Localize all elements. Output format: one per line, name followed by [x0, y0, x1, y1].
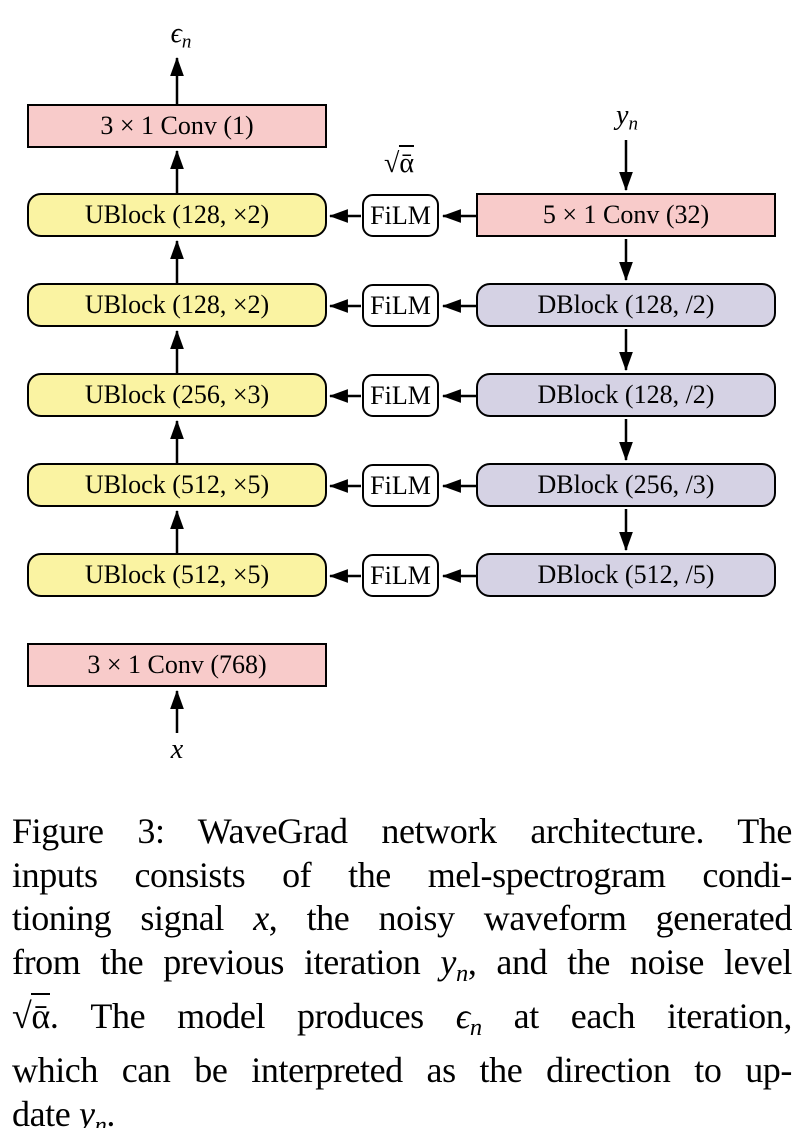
- caption-line-1: Figure 3: WaveGrad network architecture.…: [12, 811, 792, 851]
- ublock-5: UBlock (512, ×5): [27, 553, 327, 597]
- caption-line-2: inputs consists of the mel-spectrogram c…: [12, 854, 792, 895]
- ublock-3: UBlock (256, ×3): [27, 373, 327, 417]
- block-label: UBlock (128, ×2): [84, 200, 270, 229]
- block-label: DBlock (256, /3): [537, 470, 715, 499]
- block-label: 3 × 1 Conv (1): [100, 111, 254, 140]
- film-box-2: FiLM: [362, 284, 439, 327]
- output-label-epsilon-n: ϵn: [170, 18, 192, 53]
- diagram-arrows: [170, 56, 633, 733]
- film-box-3: FiLM: [362, 374, 439, 417]
- dblock-2: DBlock (128, /2): [476, 373, 776, 417]
- caption-line-4: from the previous iteration yn, and the …: [12, 941, 792, 987]
- film-label: FiLM: [370, 200, 431, 230]
- ublock-4: UBlock (512, ×5): [27, 463, 327, 507]
- input-label-x: x: [170, 734, 184, 765]
- film-label: FiLM: [370, 380, 431, 410]
- conv-3x1-768-block: 3 × 1 Conv (768): [27, 643, 327, 687]
- ublock-1: UBlock (128, ×2): [27, 193, 327, 237]
- block-label: UBlock (256, ×3): [84, 380, 270, 409]
- caption-line-3: tioning signal x, the noisy waveform gen…: [12, 898, 792, 938]
- block-label: DBlock (128, /2): [537, 380, 715, 409]
- film-box-4: FiLM: [362, 464, 439, 507]
- caption-line-6: which can be interpreted as the directio…: [12, 1050, 792, 1091]
- conv-3x1-1-block: 3 × 1 Conv (1): [27, 104, 327, 148]
- block-label: DBlock (512, /5): [537, 560, 715, 589]
- block-label: UBlock (512, ×5): [84, 560, 270, 589]
- conv-5x1-32-block: 5 × 1 Conv (32): [476, 193, 776, 237]
- film-label: FiLM: [370, 290, 431, 320]
- wavegrad-architecture-diagram: ϵn yn √ᾱ x 3 × 1 Conv (1) UBlock (128, ×…: [27, 18, 776, 765]
- block-label: 3 × 1 Conv (768): [87, 650, 267, 679]
- film-label: FiLM: [370, 560, 431, 590]
- caption-line-7: date yn.: [12, 1093, 116, 1128]
- block-label: UBlock (512, ×5): [84, 470, 270, 499]
- film-box-1: FiLM: [362, 194, 439, 237]
- caption-line-5: √ᾱ. The model produces ϵn at each iterat…: [12, 992, 792, 1049]
- film-box-5: FiLM: [362, 554, 439, 597]
- film-label: FiLM: [370, 470, 431, 500]
- waveform-label-y-n: yn: [616, 100, 638, 135]
- block-label: UBlock (128, ×2): [84, 290, 270, 319]
- figure-caption: Figure 3: WaveGrad network architecture.…: [0, 810, 802, 1128]
- noise-level-label-sqrt-alpha: √ᾱ: [384, 145, 415, 179]
- ublock-2: UBlock (128, ×2): [27, 283, 327, 327]
- dblock-3: DBlock (256, /3): [476, 463, 776, 507]
- dblock-1: DBlock (128, /2): [476, 283, 776, 327]
- block-label: DBlock (128, /2): [537, 290, 715, 319]
- dblock-4: DBlock (512, /5): [476, 553, 776, 597]
- block-label: 5 × 1 Conv (32): [542, 200, 710, 229]
